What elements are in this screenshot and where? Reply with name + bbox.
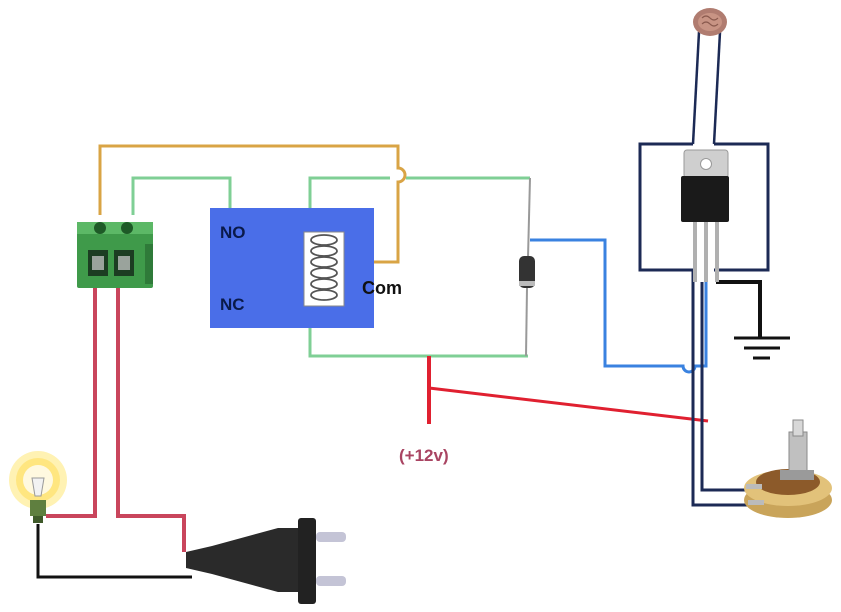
diode-lead-bottom bbox=[525, 287, 528, 357]
potentiometer bbox=[744, 419, 832, 518]
relay-coil bbox=[303, 231, 345, 307]
light-bulb bbox=[9, 451, 67, 523]
terminal-block bbox=[77, 222, 153, 288]
relay: NO NC Com bbox=[210, 208, 402, 328]
supply-voltage-label: (+12v) bbox=[399, 446, 449, 465]
ldr-lead-right bbox=[712, 31, 722, 145]
power-plug bbox=[186, 518, 346, 604]
wire-navy-pot bbox=[691, 270, 755, 507]
relay-nc-label: NC bbox=[220, 295, 245, 314]
wire-pink-plug bbox=[116, 288, 186, 552]
wire-black bbox=[36, 524, 192, 579]
light-dependent-resistor bbox=[693, 8, 727, 36]
wire-navy-ldr-bracket bbox=[638, 142, 770, 272]
ldr-lead-left bbox=[691, 31, 701, 145]
relay-com-label: Com bbox=[362, 278, 402, 298]
transistor bbox=[681, 149, 729, 282]
wire-green-no bbox=[131, 176, 232, 215]
wire-orange bbox=[98, 144, 407, 264]
diode bbox=[519, 256, 535, 288]
wire-pink-bulb bbox=[46, 288, 97, 518]
wire-ground bbox=[716, 280, 762, 338]
wire-red bbox=[428, 386, 709, 423]
wire-blue bbox=[530, 238, 708, 374]
ground-icon bbox=[734, 336, 790, 360]
diode-lead-top bbox=[527, 177, 531, 259]
relay-no-label: NO bbox=[220, 223, 246, 242]
